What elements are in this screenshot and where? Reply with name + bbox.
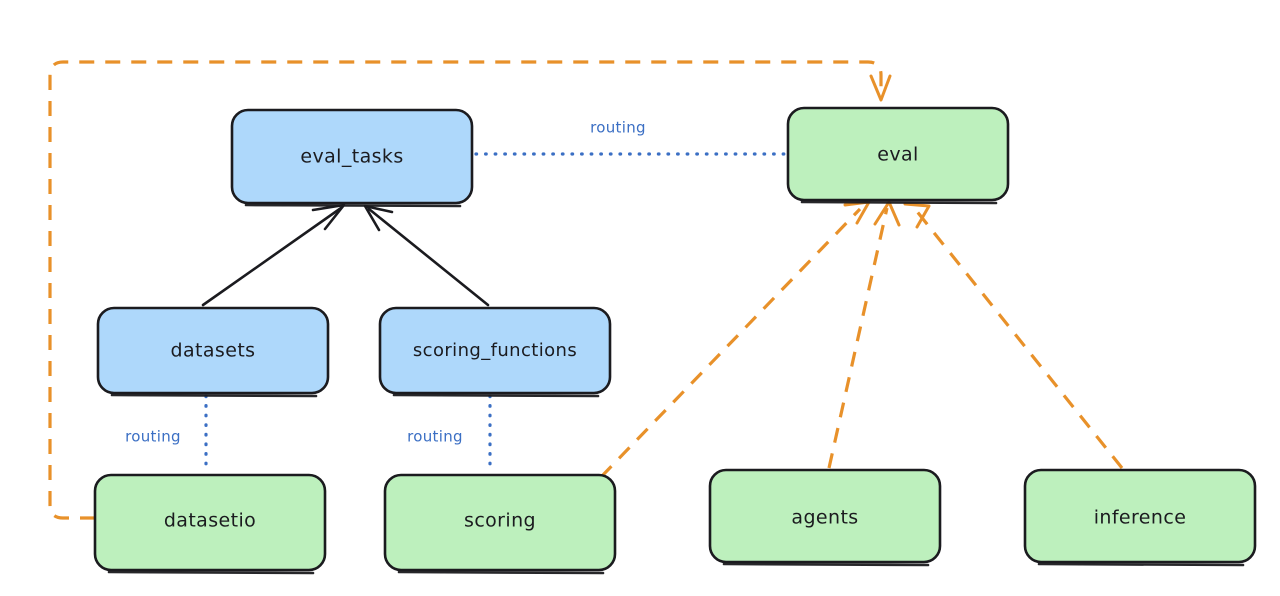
node-eval-shape <box>786 106 1010 202</box>
node-inference-label: inference <box>1094 507 1187 529</box>
node-eval-label: eval <box>877 144 918 166</box>
edge-labels: routing routing routing <box>125 119 646 446</box>
node-eval-tasks-label: eval_tasks <box>300 146 403 168</box>
edge-label-datasets-datasetio: routing <box>125 428 181 446</box>
node-scoring[interactable]: scoring <box>383 473 617 575</box>
node-datasets-shape <box>96 306 330 395</box>
node-datasets-shadow <box>110 393 318 398</box>
node-datasets[interactable]: datasets <box>96 306 330 398</box>
edge-scoring-functions-eval-tasks[interactable] <box>363 204 490 307</box>
node-datasetio[interactable]: datasetio <box>93 473 327 575</box>
nodes: eval_tasks eval datasets scoring_functio… <box>93 106 1257 575</box>
edge-inference-eval-path <box>913 208 1124 469</box>
edge-agents-eval[interactable] <box>827 200 901 469</box>
node-agents-label: agents <box>791 507 858 529</box>
node-eval-tasks[interactable]: eval_tasks <box>230 108 474 208</box>
node-eval-tasks-shadow <box>244 203 462 208</box>
routing-edges <box>204 152 786 474</box>
node-scoring-label: scoring <box>464 510 536 532</box>
node-eval-tasks-shape <box>230 108 474 205</box>
node-datasets-label: datasets <box>171 340 256 362</box>
node-scoring-functions[interactable]: scoring_functions <box>378 306 612 398</box>
node-scoring-shadow <box>397 570 605 575</box>
edge-scoring-functions-eval-tasks-path <box>367 207 490 307</box>
edge-datasets-eval-tasks[interactable] <box>201 203 346 307</box>
edge-datasets-eval-tasks-path <box>201 206 343 307</box>
edge-datasetio-eval[interactable] <box>48 60 892 520</box>
node-inference-shape <box>1023 468 1257 564</box>
node-inference-shadow <box>1037 562 1245 567</box>
edge-scoring-eval[interactable] <box>599 200 871 479</box>
node-scoring-functions-shape <box>378 306 612 395</box>
node-datasetio-label: datasetio <box>164 510 256 532</box>
edge-label-scoring-functions-scoring: routing <box>407 428 463 446</box>
edge-label-eval-tasks-eval: routing <box>590 119 646 137</box>
node-datasetio-shape <box>93 473 327 572</box>
edge-inference-eval-arrowhead <box>903 202 931 229</box>
edge-datasetio-eval-arrowhead <box>869 74 892 102</box>
node-scoring-shape <box>383 473 617 572</box>
node-scoring-functions-shadow <box>392 393 600 398</box>
node-inference[interactable]: inference <box>1023 468 1257 567</box>
inherit-edges <box>201 203 490 307</box>
node-agents-shape <box>708 468 942 564</box>
node-agents[interactable]: agents <box>708 468 942 567</box>
node-eval[interactable]: eval <box>786 106 1010 205</box>
node-eval-shadow <box>800 200 998 205</box>
node-agents-shadow <box>722 562 930 567</box>
edge-inference-eval[interactable] <box>903 202 1124 469</box>
node-scoring-functions-label: scoring_functions <box>413 340 577 361</box>
node-datasetio-shadow <box>107 570 315 575</box>
edge-scoring-eval-path <box>599 207 862 479</box>
edge-agents-eval-path <box>827 207 889 469</box>
